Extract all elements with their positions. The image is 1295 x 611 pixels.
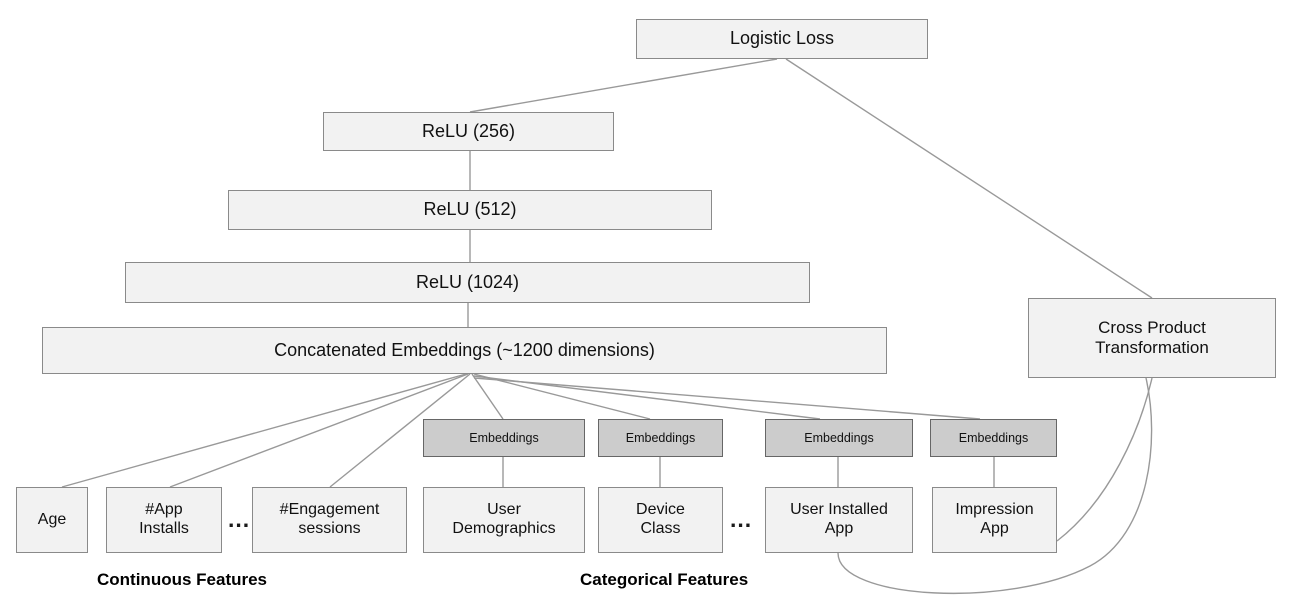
ellipsis-continuous: ...	[228, 506, 251, 532]
ellipsis-categorical: ...	[730, 506, 753, 532]
edge-impressionapp-to-crossproduct	[1056, 377, 1153, 542]
node-feature-user-installed-app[interactable]: User Installed App	[765, 487, 913, 553]
node-feature-user-demographics[interactable]: User Demographics	[423, 487, 585, 553]
node-feature-device-class[interactable]: Device Class	[598, 487, 723, 553]
node-embeddings-4[interactable]: Embeddings	[930, 419, 1057, 457]
node-embeddings-3[interactable]: Embeddings	[765, 419, 913, 457]
node-relu-1024[interactable]: ReLU (1024)	[125, 262, 810, 303]
node-feature-app-installs[interactable]: #App Installs	[106, 487, 222, 553]
node-relu-512-label: ReLU (512)	[423, 199, 517, 220]
node-feature-impression-app-label: Impression App	[955, 501, 1034, 537]
edge-concat-to-age	[61, 373, 467, 488]
node-embeddings-2-label: Embeddings	[625, 430, 696, 445]
node-feature-engagement-sessions[interactable]: #Engagement sessions	[252, 487, 407, 553]
node-feature-age[interactable]: Age	[16, 487, 88, 553]
node-feature-device-class-label: Device Class	[636, 501, 685, 537]
node-feature-impression-app[interactable]: Impression App	[932, 487, 1057, 553]
node-cross-product-transformation-label: Cross Product Transformation	[1095, 317, 1209, 357]
node-relu-1024-label: ReLU (1024)	[415, 271, 520, 292]
edge-loss-to-crossproduct	[785, 58, 1153, 299]
group-label-categorical-features: Categorical Features	[580, 570, 749, 589]
edge-loss-to-relu256	[469, 58, 778, 113]
node-logistic-loss[interactable]: Logistic Loss	[636, 19, 928, 59]
node-cross-product-transformation[interactable]: Cross Product Transformation	[1028, 298, 1276, 378]
node-relu-256[interactable]: ReLU (256)	[323, 112, 614, 151]
edge-userinstalledapp-to-crossproduct	[837, 377, 1153, 595]
node-concatenated-embeddings[interactable]: Concatenated Embeddings (~1200 dimension…	[42, 327, 887, 374]
node-concatenated-embeddings-label: Concatenated Embeddings (~1200 dimension…	[274, 339, 655, 360]
node-relu-512[interactable]: ReLU (512)	[228, 190, 712, 230]
edge-concat-to-embed-4	[473, 377, 981, 420]
node-feature-age-label: Age	[37, 510, 67, 528]
node-embeddings-1-label: Embeddings	[469, 430, 539, 445]
edge-concat-to-embed-1	[471, 373, 504, 420]
edge-concat-to-embed-2	[473, 373, 651, 420]
node-embeddings-4-label: Embeddings	[958, 430, 1029, 445]
node-embeddings-1[interactable]: Embeddings	[423, 419, 585, 457]
node-feature-user-demographics-label: User Demographics	[452, 501, 556, 537]
node-feature-engagement-sessions-label: #Engagement sessions	[279, 501, 380, 537]
node-embeddings-2[interactable]: Embeddings	[598, 419, 723, 457]
node-feature-user-installed-app-label: User Installed App	[790, 501, 888, 537]
node-relu-256-label: ReLU (256)	[421, 120, 516, 141]
node-embeddings-3-label: Embeddings	[804, 430, 874, 445]
node-logistic-loss-label: Logistic Loss	[729, 28, 835, 49]
node-feature-app-installs-label: #App Installs	[139, 501, 189, 537]
edge-concat-to-embed-3	[473, 375, 821, 420]
group-label-continuous-features: Continuous Features	[97, 570, 268, 589]
